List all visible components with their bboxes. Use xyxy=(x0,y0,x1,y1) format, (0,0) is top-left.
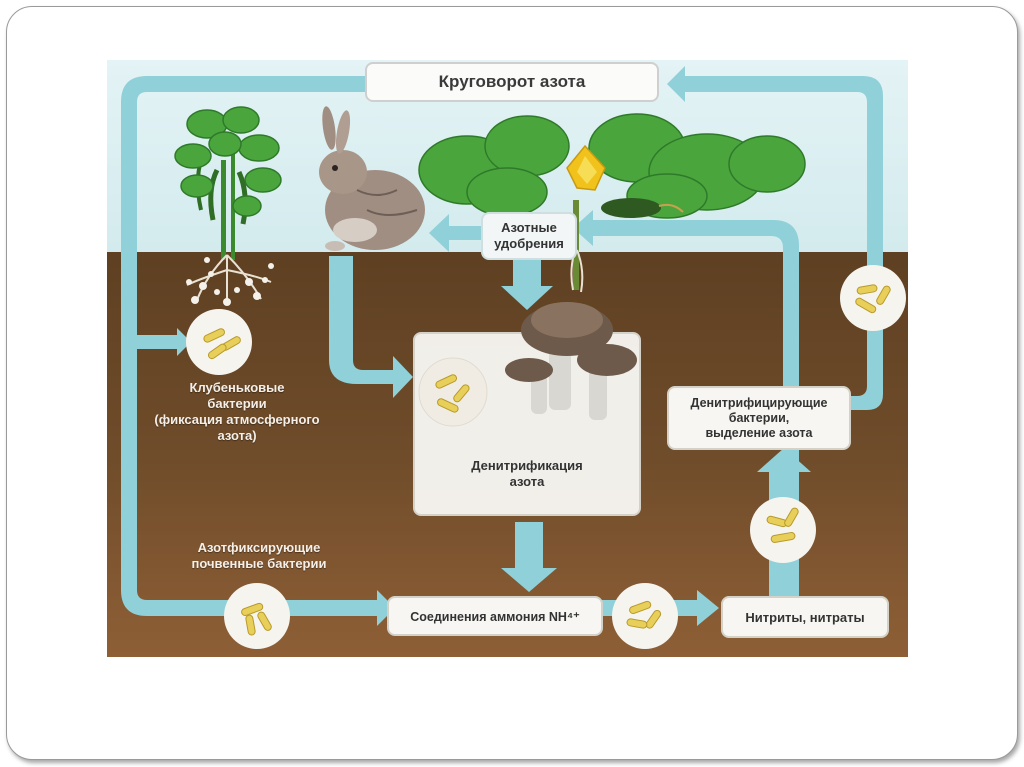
cycle-arrows xyxy=(121,66,883,626)
arrow-title-head xyxy=(667,66,685,102)
bacteria-circle-soil xyxy=(224,583,290,649)
arrow-denitrification-head xyxy=(393,356,413,398)
fertilizer-label-box: Азотные удобрения xyxy=(481,212,577,260)
arrow-nitrites-head xyxy=(697,590,719,626)
arrow-nodule-head xyxy=(177,328,191,356)
soil-line-2: почвенные бактерии xyxy=(191,556,327,571)
nodule-line-4: азота) xyxy=(217,428,257,443)
ammonium-box: Соединения аммония NH⁴⁺ xyxy=(387,596,603,636)
denitrifying-line-2: бактерии, xyxy=(728,410,790,425)
bacteria-circle-right xyxy=(840,265,906,331)
denitrification-label: Денитрификация азота xyxy=(413,458,641,490)
nodule-line-2: бактерии xyxy=(207,396,267,411)
arrow-plant-head xyxy=(573,210,593,246)
nodule-bacteria-label: Клубеньковые бактерии (фиксация атмосфер… xyxy=(137,380,337,444)
soil-line-1: Азотфиксирующие xyxy=(197,540,321,555)
arrow-nodule-branch xyxy=(137,335,177,349)
arrow-fertilizer-down-head xyxy=(501,286,553,310)
squash-flower xyxy=(566,144,606,191)
arrow-rabbit-to-denitrification xyxy=(329,256,395,384)
arrow-denitrification-down-body xyxy=(515,522,543,572)
squash-fruit xyxy=(601,198,661,218)
bacteria-circle-nodule xyxy=(186,309,252,375)
bacteria-circle-nitrites xyxy=(750,497,816,563)
denitrifying-line-3: выделение азота xyxy=(705,425,813,440)
nodule-line-3: (фиксация атмосферного xyxy=(154,412,320,427)
bean-plant xyxy=(174,106,282,306)
arrow-fertilizer-down-body xyxy=(513,260,541,288)
denitrifying-bacteria-box: Денитрифицирующие бактерии, выделение аз… xyxy=(667,386,851,450)
soil-bacteria-label: Азотфиксирующие почвенные бактерии xyxy=(159,540,359,572)
denitrification-line-1: Денитрификация xyxy=(471,458,583,473)
nitrites-label: Нитриты, нитраты xyxy=(745,609,865,625)
bacteria-circles xyxy=(186,265,906,649)
denitrification-line-2: азота xyxy=(509,474,545,489)
squash-plant xyxy=(418,113,806,293)
arrow-denitrification-down-head xyxy=(501,568,557,592)
nodule-line-1: Клубеньковые xyxy=(189,380,285,395)
fertilizer-line-2: удобрения xyxy=(494,236,564,251)
nitrogen-cycle-diagram: Круговорот азота Азотные удобрения Клубе… xyxy=(107,60,908,657)
arrow-bottom-to-ammonium xyxy=(287,600,377,616)
ammonium-label: Соединения аммония NH⁴⁺ xyxy=(410,609,580,624)
arrow-ammonium-head xyxy=(377,590,395,626)
fertilizer-line-1: Азотные xyxy=(501,220,557,235)
nitrites-box: Нитриты, нитраты xyxy=(721,596,889,638)
arrow-fertilizer-left-head xyxy=(429,214,449,252)
arrow-fertilizer-left-body xyxy=(447,226,487,240)
title-box: Круговорот азота xyxy=(365,62,659,102)
rabbit xyxy=(319,106,425,251)
denitrifying-line-1: Денитрифицирующие xyxy=(690,395,828,410)
diagram-title: Круговорот азота xyxy=(438,72,586,91)
bacteria-circle-ammonium xyxy=(612,583,678,649)
